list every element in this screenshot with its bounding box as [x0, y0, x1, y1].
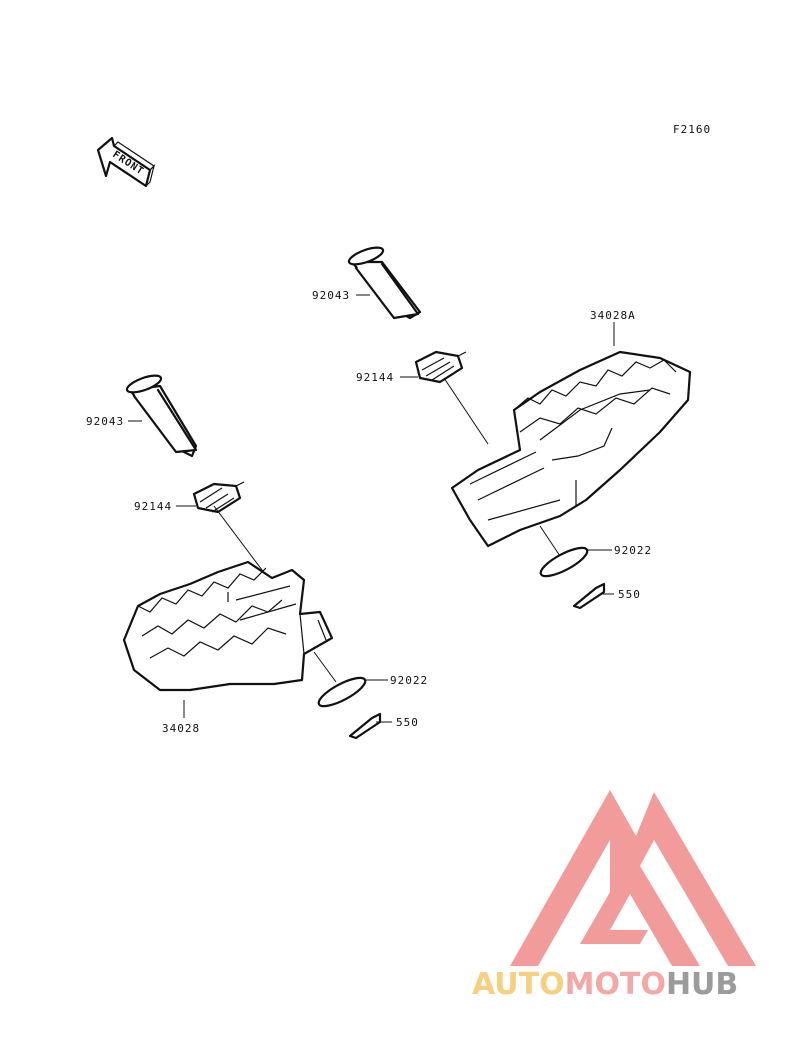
washer-left — [317, 676, 367, 708]
pin-right — [347, 246, 422, 320]
watermark-mark — [510, 790, 756, 966]
diagram-code: F2160 — [673, 123, 711, 136]
label-spring-right: 92144 — [356, 371, 394, 384]
label-footpeg-left: 34028 — [162, 722, 200, 735]
front-arrow-icon: FRONT — [96, 136, 156, 188]
label-pin-right: 92043 — [312, 289, 350, 302]
label-washer-left: 92022 — [390, 674, 428, 687]
svg-text:AUTOMOTOHUB: AUTOMOTOHUB — [472, 967, 738, 1002]
pin-left — [125, 374, 198, 458]
watermark-brand-auto: AUTO — [472, 967, 565, 1002]
watermark-brand-hub: HUB — [666, 967, 738, 1002]
label-cotter-right: 550 — [618, 588, 641, 601]
footpeg-left — [122, 560, 334, 692]
label-footpeg-right: 34028A — [590, 309, 636, 322]
spring-left — [192, 481, 245, 514]
watermark-brand-moto: MOTO — [565, 967, 666, 1002]
watermark-logo-icon: AUTOMOTOHUB — [472, 790, 756, 1002]
label-washer-right: 92022 — [614, 544, 652, 557]
spring-right — [414, 350, 467, 384]
label-cotter-left: 550 — [396, 716, 419, 729]
label-spring-left: 92144 — [134, 500, 172, 513]
washer-right — [539, 546, 589, 578]
footpeg-right — [450, 350, 692, 548]
cotter-left — [348, 712, 382, 740]
label-pin-left: 92043 — [86, 415, 124, 428]
cotter-right — [572, 582, 606, 610]
